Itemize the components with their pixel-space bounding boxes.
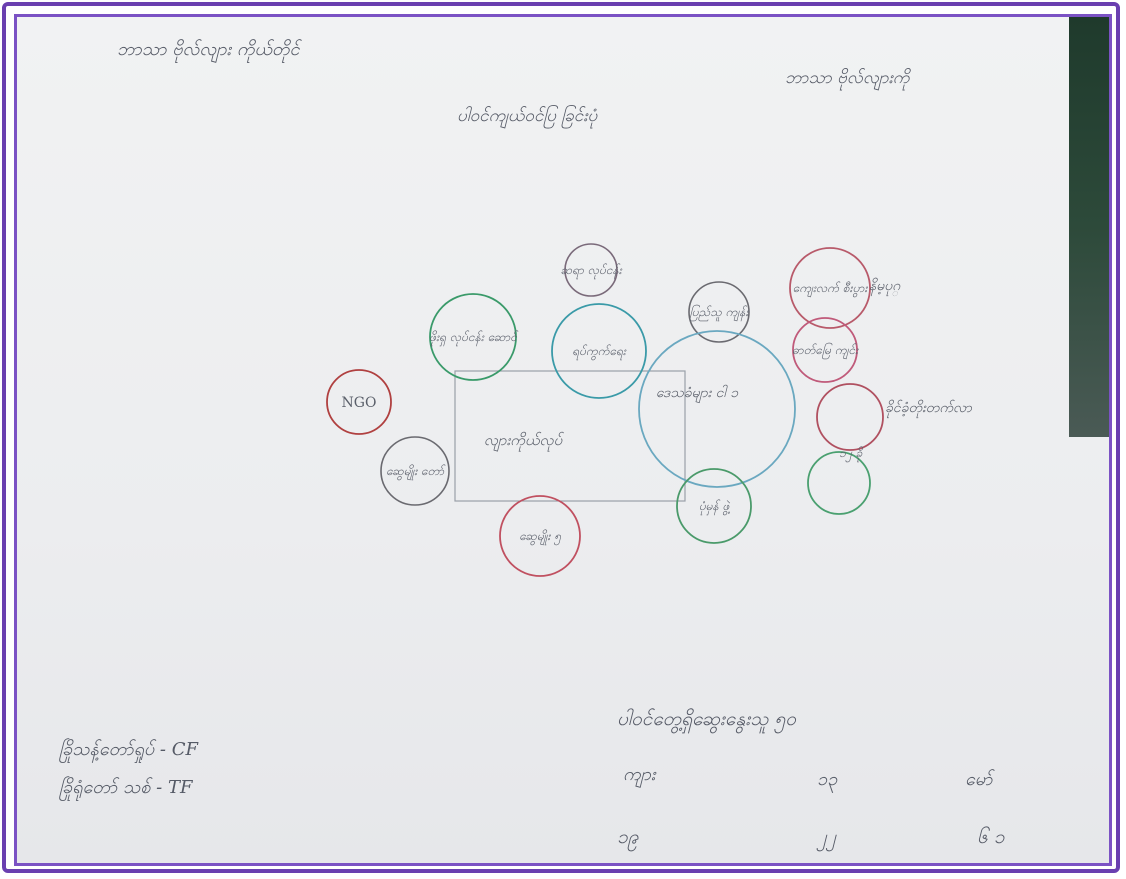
label-left-low: ဆွေမျိုး တော် xyxy=(386,464,446,481)
label-teal-mid: ရပ်ကွက်ရေး xyxy=(572,344,627,361)
bubble-bottom-right xyxy=(676,468,752,544)
bubble-top-right xyxy=(789,247,871,329)
participants-note: ပါဝင်တွေ့ရှိဆွေးနွေးသူ ၅၀ xyxy=(617,708,796,730)
label-green-left: ဖိုးရှ လုပ်ငန်း ဆောင် xyxy=(429,330,519,347)
label-top-right: ကျေးလက် စီးပွား xyxy=(793,281,869,298)
top-left-heading: ဘာသာ ဗိုလ်လျား ကိုယ်တိုင် xyxy=(117,39,300,60)
label-right-pink: ဓာတ်မြေ ကျင်း xyxy=(792,342,859,360)
top-right-heading: ဘာသာ ဗိုလ်လျားကို xyxy=(785,68,910,88)
side-label-right-low: ၁၂ ခို xyxy=(839,446,864,463)
legend-cf: ခြိုသန့်တော်ရှုပ် - CF xyxy=(59,739,198,760)
label-ngo: NGO xyxy=(342,395,377,411)
venn-diagram: ဆရာ လုပ်ငန်း ဖိုးရှ လုပ်ငန်း ဆောင် ရပ်ကွ… xyxy=(326,243,972,577)
bubble-left-low xyxy=(380,436,450,506)
center-label: လျားကိုယ်လုပ် xyxy=(484,431,564,452)
bubble-right-empty xyxy=(816,383,884,451)
label-top-small: ဆရာ လုပ်ငန်း xyxy=(560,263,622,280)
bubble-green-left xyxy=(429,293,517,381)
inner-frame xyxy=(14,14,1112,866)
label-bottom: ဆွေမျိုး ၅ xyxy=(519,529,561,546)
label-bottom-right: ပုံမှန် ဖွဲ့ xyxy=(699,499,731,516)
photo-paper: ဘာသာ ဗိုလ်လျား ကိုယ်တိုင် ဘာသာ ဗိုလ်လျား… xyxy=(17,17,1109,863)
stats-row1-col1: ကျား xyxy=(623,764,656,785)
bubble-big xyxy=(638,330,796,488)
bubble-right-pink xyxy=(792,317,858,383)
diagram-title: ပါဝင်ကျယ်ဝင်ပြ ခြင်းပုံ xyxy=(457,106,598,126)
stats-row2-col1: ၁၉ xyxy=(617,826,639,848)
background-dark-corner xyxy=(1069,17,1109,437)
stats-row1-col3: မော် xyxy=(965,769,993,790)
bubble-top-mid xyxy=(688,281,750,343)
bubble-teal-mid xyxy=(551,303,647,399)
bubble-bottom xyxy=(499,495,581,577)
side-label-top-right: နိမ့ပုဂ္ xyxy=(869,277,901,297)
legend-tf: ခြိုရုံတော် သစ် - TF xyxy=(59,777,193,798)
bubble-ngo xyxy=(326,369,392,435)
stats-row1-col2: ၁၃ xyxy=(817,769,838,790)
label-big: ဒေသခံများ ငါ ၁ xyxy=(656,384,739,404)
side-label-right: ခိုင်ခံ့တိုးတက်လာ xyxy=(885,399,972,419)
stats-row2-col2: ၂၂ xyxy=(817,826,836,848)
bubble-right-green xyxy=(807,451,871,515)
bubble-top-small xyxy=(564,243,618,297)
center-rectangle xyxy=(454,370,686,502)
label-top-mid: ပြည်သူ ကျန်း xyxy=(690,304,750,322)
stats-row2-col3: ၆ ၁ xyxy=(977,826,1005,848)
